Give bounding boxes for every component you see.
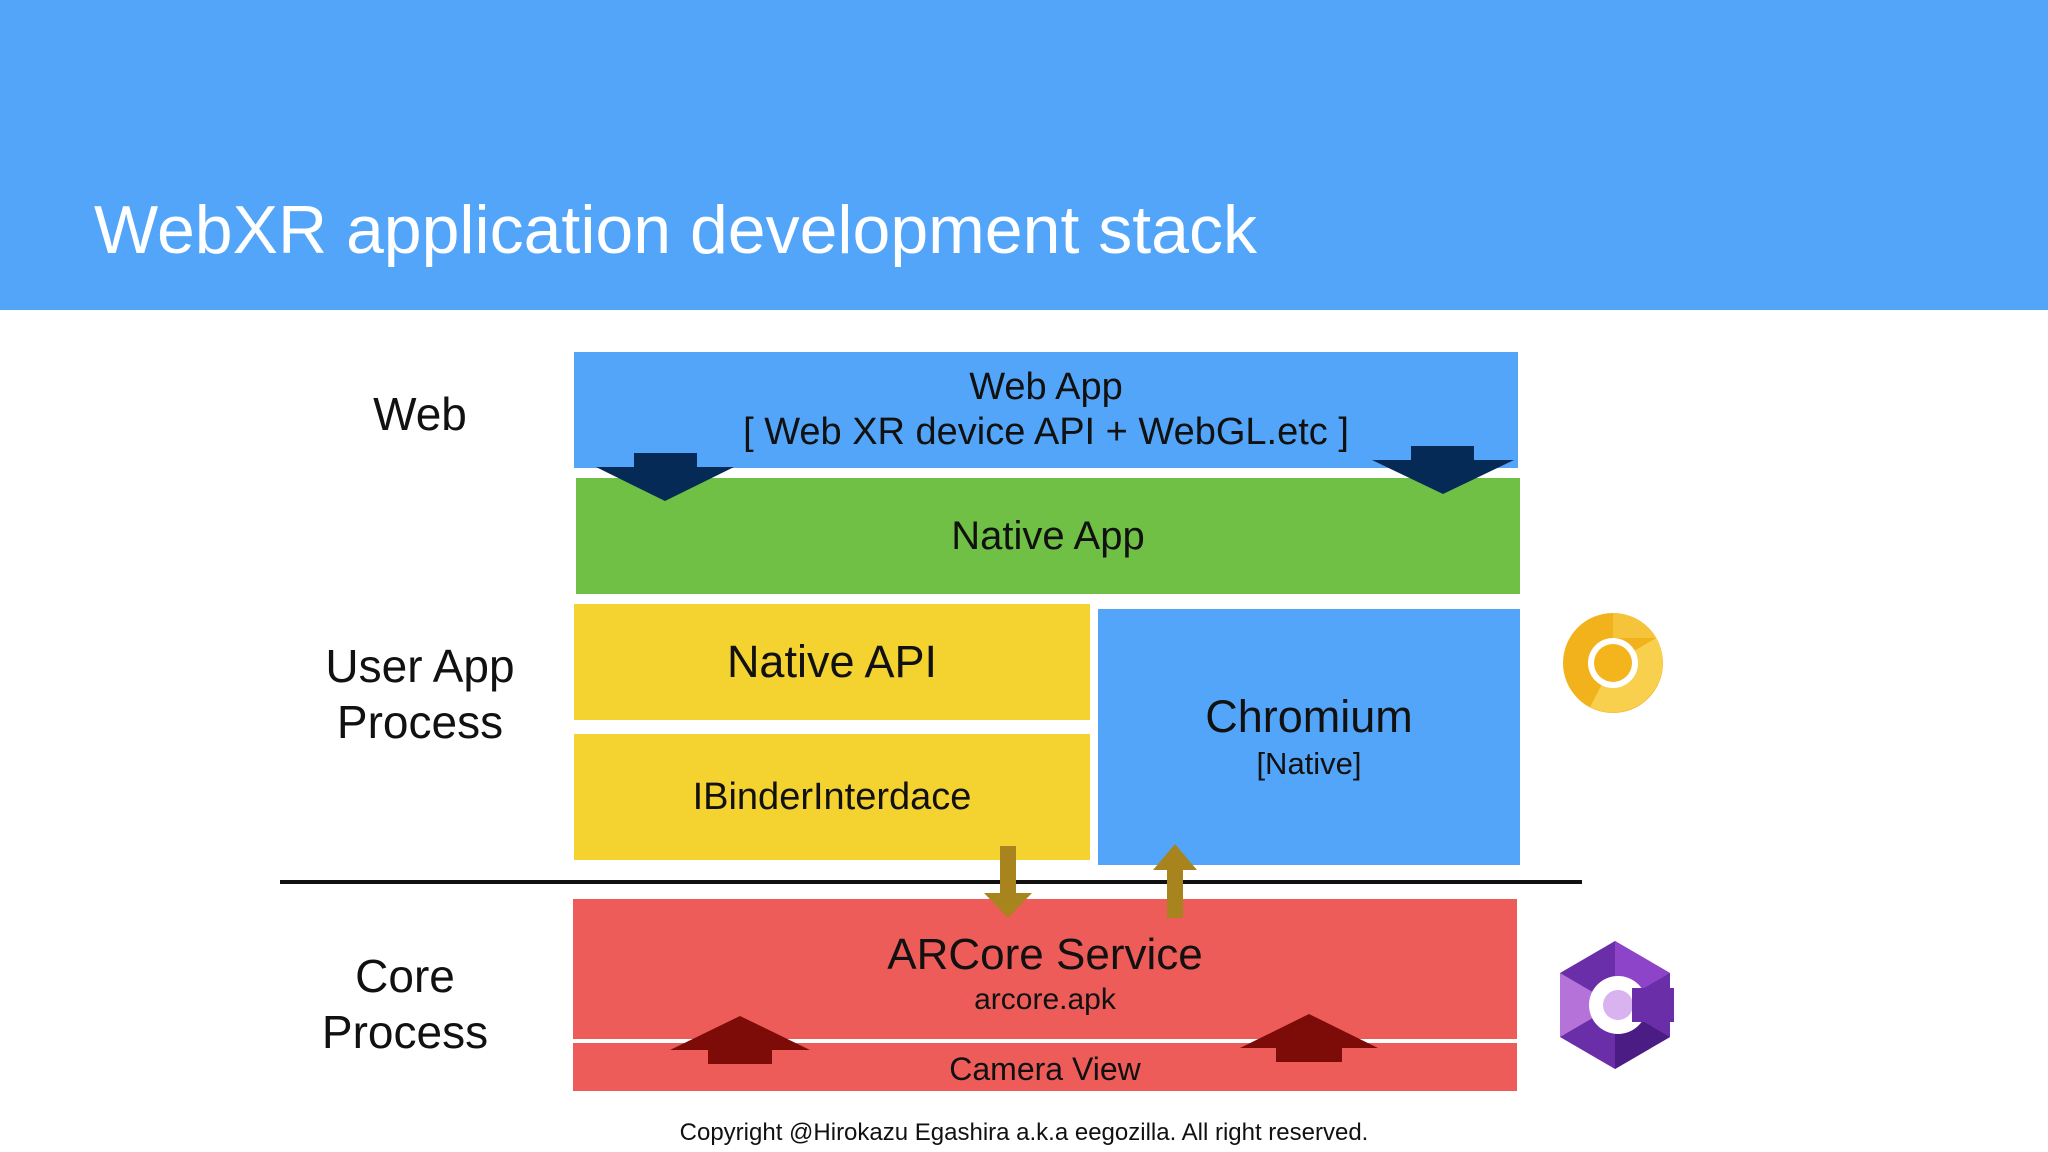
ibinder-interface-title: IBinderInterdace	[692, 776, 972, 818]
web-app-title: Web App	[969, 366, 1123, 408]
chromium-subtitle: [Native]	[1256, 746, 1362, 781]
row-label-web-text: Web	[373, 388, 467, 440]
chromium-title: Chromium	[1205, 691, 1413, 742]
native-app-layer: Native App	[576, 478, 1520, 594]
title-banner: WebXR application development stack	[0, 0, 2048, 310]
chromium-layer: Chromium [Native]	[1098, 609, 1520, 865]
camera-to-arcore-arrow-right	[1240, 1014, 1378, 1062]
native-app-title: Native App	[951, 514, 1145, 558]
camera-view-title: Camera View	[949, 1051, 1141, 1087]
ibinder-to-arcore-arrow	[984, 846, 1032, 918]
copyright-notice: Copyright @Hirokazu Egashira a.k.a eegoz…	[679, 1119, 1369, 1146]
camera-to-arcore-arrow-left	[670, 1016, 810, 1064]
arcore-to-chromium-arrow	[1153, 844, 1197, 918]
row-label-user-app-process: User App Process	[300, 638, 540, 750]
row-label-core-process: Core Process	[285, 948, 525, 1060]
row-label-user-app-line1: User App	[325, 640, 515, 692]
row-label-user-app-line2: Process	[336, 696, 504, 748]
web-app-layer: Web App [ Web XR device API + WebGL.etc …	[574, 352, 1518, 468]
arcore-service-layer: ARCore Service arcore.apk	[573, 899, 1517, 1039]
native-api-title: Native API	[726, 636, 938, 687]
arcore-service-title: ARCore Service	[887, 930, 1203, 979]
arcore-service-subtitle: arcore.apk	[974, 983, 1116, 1016]
chrome-canary-icon	[1563, 613, 1663, 713]
slide-title: WebXR application development stack	[94, 192, 1257, 268]
web-to-native-arrow-right	[1372, 446, 1514, 494]
row-label-core-line2: Process	[321, 1006, 489, 1058]
row-label-web: Web	[320, 386, 520, 442]
arcore-icon	[1560, 941, 1674, 1069]
web-to-native-arrow-left	[596, 453, 734, 501]
web-app-subtitle: [ Web XR device API + WebGL.etc ]	[743, 411, 1349, 453]
ibinder-interface-layer: IBinderInterdace	[574, 734, 1090, 860]
native-api-layer: Native API	[574, 604, 1090, 720]
process-boundary-line	[280, 880, 1582, 884]
row-label-core-line1: Core	[355, 950, 455, 1002]
